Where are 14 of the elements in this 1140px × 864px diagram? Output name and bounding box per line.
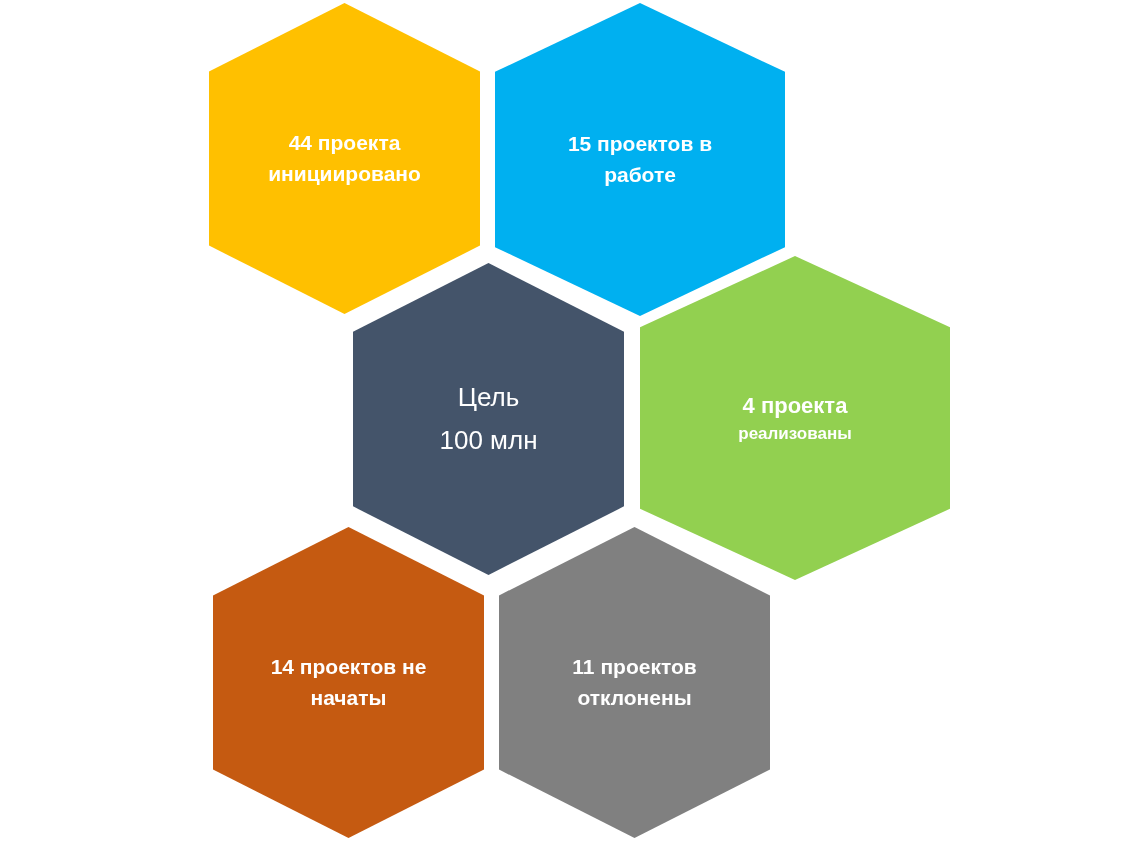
hexagon-label: Цель <box>457 381 520 413</box>
hexagon-label: 14 проектов не начаты <box>269 654 428 711</box>
hexagon-label: 4 проекта <box>742 391 848 420</box>
hexagon <box>640 256 950 580</box>
hexagon <box>353 263 624 575</box>
hexagon-label: 44 проекта инициировано <box>267 130 422 187</box>
hexagon-label: 15 проектов в работе <box>566 131 714 188</box>
hexagon <box>209 3 480 314</box>
hexagon-label: 11 проектов отклонены <box>571 654 698 711</box>
hexagon <box>213 527 484 838</box>
hexagon-label: 100 млн <box>439 425 538 457</box>
hexagon-label: реализованы <box>738 422 852 445</box>
hexagon <box>499 527 770 838</box>
hexagon <box>495 3 785 316</box>
